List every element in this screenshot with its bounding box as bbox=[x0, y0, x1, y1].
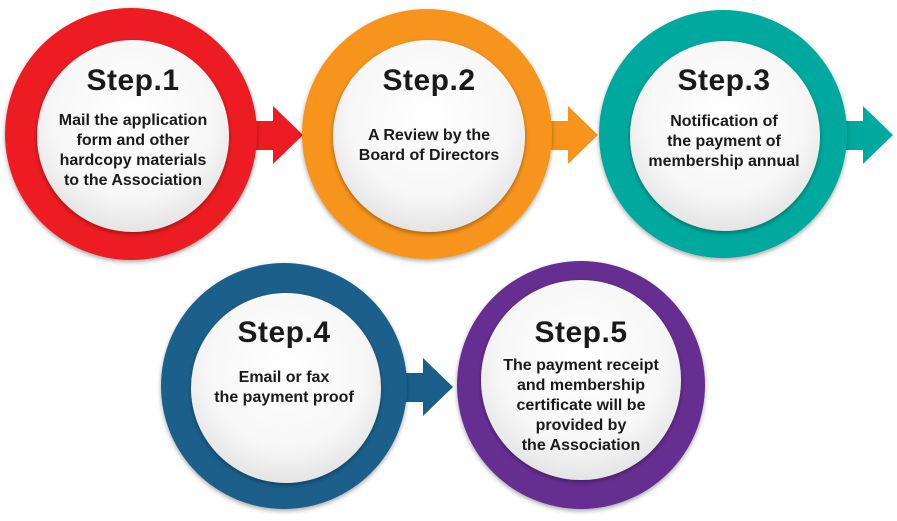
step-5-line: the Association bbox=[521, 437, 641, 454]
step-2-text: Step.2 A Review by the Board of Director… bbox=[327, 64, 531, 166]
step-3-description: Notification of the payment of membershi… bbox=[622, 112, 826, 172]
step-1-text: Step.1 Mail the application form and oth… bbox=[31, 64, 235, 191]
step-3-inner-circle bbox=[630, 41, 820, 231]
step-4 bbox=[161, 263, 453, 509]
step-2-line: A Review by the bbox=[367, 127, 491, 144]
step-3-text: Step.3 Notification of the payment of me… bbox=[622, 64, 826, 172]
step-5-line: certificate will be bbox=[516, 397, 646, 414]
step-5-line: and membership bbox=[516, 377, 646, 394]
step-5-text: Step.5 The payment receipt and membershi… bbox=[474, 316, 688, 456]
step-2-description: A Review by the Board of Directors bbox=[327, 126, 531, 166]
step-1-line: to the Association bbox=[63, 172, 203, 189]
step-1-description: Mail the application form and other hard… bbox=[31, 111, 235, 191]
step-2-inner-circle bbox=[333, 40, 525, 232]
step-1-line: Mail the application bbox=[58, 112, 208, 129]
step-4-text: Step.4 Email or fax the payment proof bbox=[182, 316, 386, 408]
step-2 bbox=[302, 9, 598, 259]
step-2-line: Board of Directors bbox=[358, 147, 500, 164]
step-1-title: Step.1 bbox=[86, 64, 180, 97]
step-4-description: Email or fax the payment proof bbox=[182, 368, 386, 408]
step-3-line: the payment of bbox=[667, 133, 781, 150]
step-3-title: Step.3 bbox=[677, 64, 771, 97]
step-2-title: Step.2 bbox=[382, 64, 476, 97]
step-5-line: provided by bbox=[535, 417, 627, 434]
arrow-head bbox=[863, 106, 893, 164]
arrow-head bbox=[273, 106, 303, 164]
step-3 bbox=[599, 10, 893, 258]
step-1-line: form and other bbox=[76, 132, 190, 149]
step-1-line: hardcopy materials bbox=[59, 152, 207, 169]
step-4-line: the payment proof bbox=[214, 389, 354, 406]
step-4-inner-circle bbox=[191, 293, 381, 483]
step-5-line: The payment receipt bbox=[503, 357, 659, 374]
step-3-line: membership annual bbox=[648, 153, 800, 170]
step-5 bbox=[457, 261, 705, 509]
arrow-head bbox=[423, 358, 453, 416]
arrow-head bbox=[568, 106, 598, 164]
step-3-line: Notification of bbox=[670, 113, 778, 130]
step-5-title: Step.5 bbox=[534, 316, 628, 349]
step-5-description: The payment receipt and membership certi… bbox=[474, 356, 688, 456]
step-1 bbox=[5, 8, 303, 260]
step-1-inner-circle bbox=[37, 40, 229, 232]
step-5-inner-circle bbox=[481, 280, 681, 480]
step-4-line: Email or fax bbox=[238, 369, 330, 386]
step-4-title: Step.4 bbox=[237, 316, 331, 349]
